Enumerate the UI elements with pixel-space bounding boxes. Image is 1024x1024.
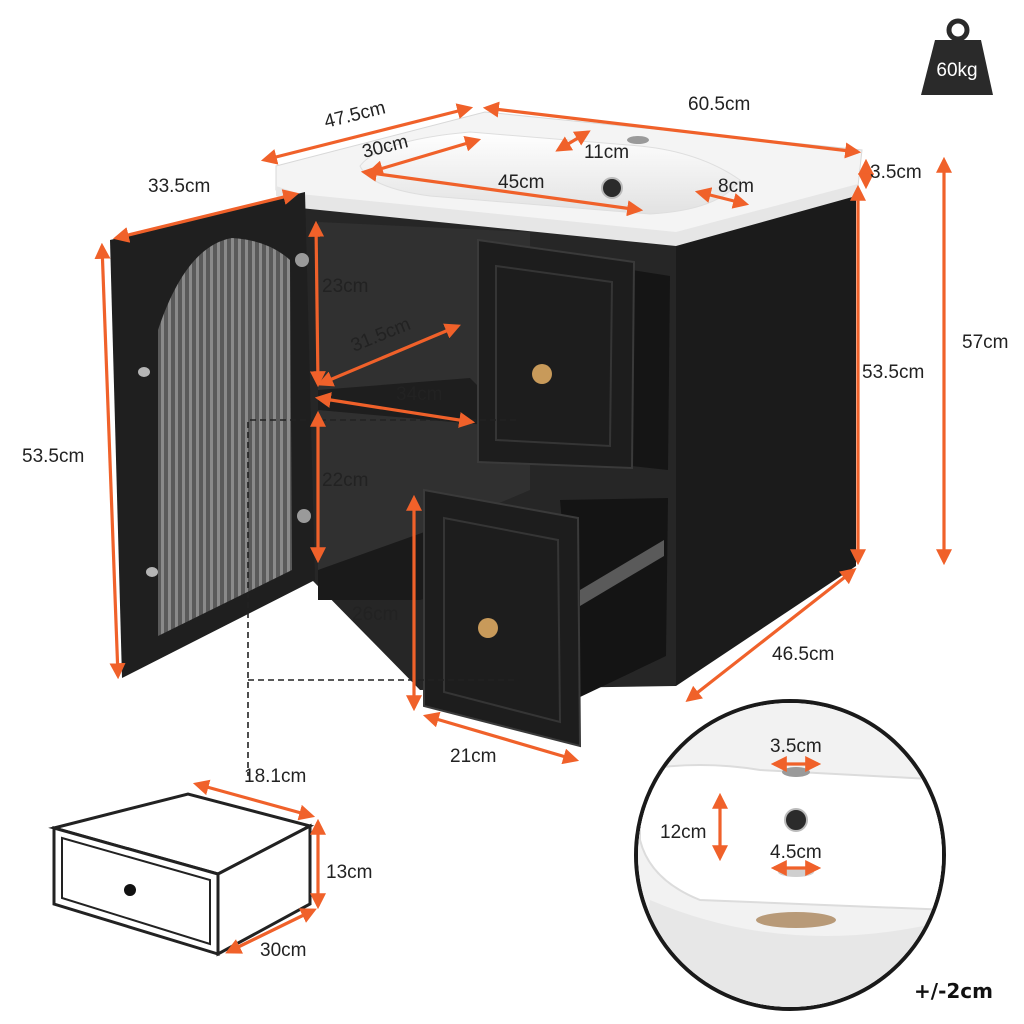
sink-front-edge: [276, 184, 858, 246]
tolerance-label: +/-2cm: [914, 979, 993, 1003]
drawer-knob-icon[interactable]: [532, 364, 552, 384]
lower-drawer-box: [560, 498, 668, 698]
hinge-icon: [295, 253, 309, 267]
door-arched-glass: [158, 238, 292, 636]
upper-shelf-height-label: 23cm: [322, 276, 368, 297]
upper-drawer-box: [632, 270, 670, 470]
door-height-label: 53.5cm: [22, 446, 84, 467]
drain-detail-icon: [784, 808, 808, 832]
upper-drawer-front: [477, 238, 636, 470]
tap-hole-detail: [782, 767, 810, 777]
sink-depth-label: 47.5cm: [322, 97, 388, 132]
shelf-width-label: 34cm: [396, 384, 442, 405]
weight-icon-ring: [946, 18, 970, 42]
basin-side-label: 8cm: [718, 176, 754, 197]
drain-hole-label: 4.5cm: [770, 842, 822, 863]
door-peg-icon: [138, 367, 150, 377]
cabinet-side-panel: [676, 186, 856, 686]
drawer-front-width-label: 21cm: [450, 746, 496, 767]
weight-icon: [921, 40, 993, 95]
drawer-knob-icon[interactable]: [478, 618, 498, 638]
door-peg-icon: [146, 567, 158, 577]
total-height-label: 57cm: [962, 332, 1008, 353]
weight-label: 60kg: [936, 60, 977, 81]
hinge-icon: [297, 509, 311, 523]
drawer-handle-hole: [124, 884, 136, 896]
basin-width-label: 45cm: [498, 172, 544, 193]
cabinet-depth-label: 46.5cm: [772, 644, 834, 665]
drawer-leader-line: [247, 419, 516, 776]
upper-drawer-inset: [495, 264, 614, 448]
drawer-width-label: 30cm: [260, 940, 306, 961]
weight-badge: 60kg: [921, 18, 993, 95]
basin-height-label: 12cm: [660, 822, 706, 843]
drawer-front-height-label: 26cm: [352, 604, 398, 625]
basin-detail-callout: [634, 699, 946, 1011]
drawer-height-label: 13cm: [326, 862, 372, 883]
tap-to-back-label: 11cm: [584, 142, 629, 163]
drain-icon: [601, 177, 623, 199]
cabinet-height-label: 53.5cm: [862, 362, 924, 383]
sink-thickness-label: 3.5cm: [870, 162, 922, 183]
lower-shelf-height-label: 22cm: [322, 470, 368, 491]
dimension-lines: [94, 101, 952, 954]
drawer-depth-label: 18.1cm: [244, 766, 306, 787]
drawer-slide: [580, 540, 664, 606]
tap-hole: [627, 136, 649, 144]
door-width-label: 33.5cm: [148, 176, 210, 197]
lower-drawer-front: [423, 488, 582, 748]
sink-width-label: 60.5cm: [688, 94, 750, 115]
tap-hole-label: 3.5cm: [770, 736, 822, 757]
